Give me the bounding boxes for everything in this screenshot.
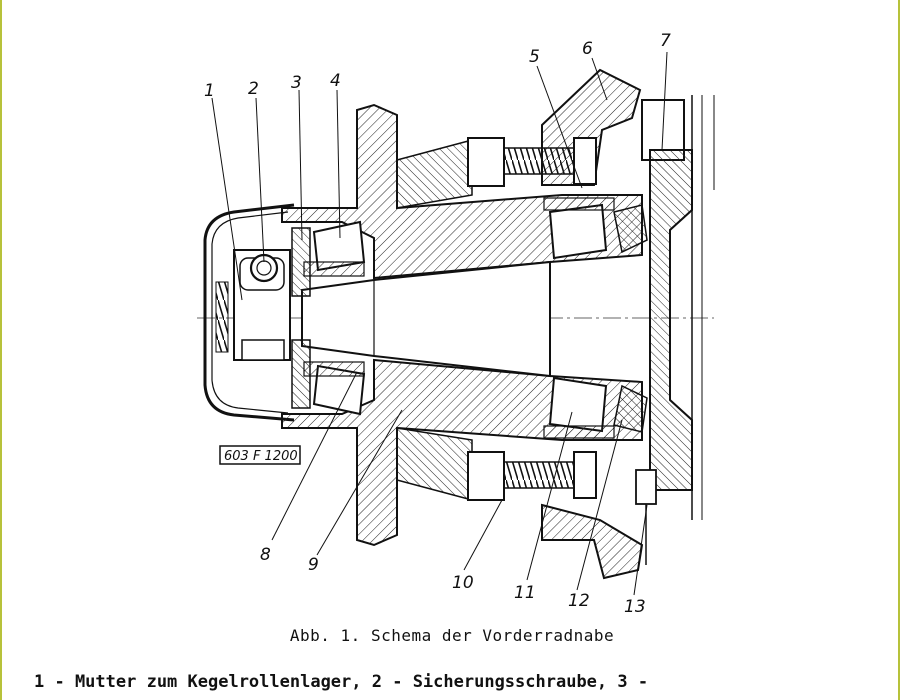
legend-line: 1 - Mutter zum Kegelrollenlager, 2 - Sic… <box>34 672 649 692</box>
label-12: 12 <box>568 591 590 611</box>
label-7: 7 <box>660 31 671 51</box>
label-13: 13 <box>624 597 646 617</box>
bottom-bolt <box>467 451 597 501</box>
label-11: 11 <box>514 583 536 603</box>
figure-caption: Abb. 1. Schema der Vorderradnabe <box>289 626 615 645</box>
leader-lines <box>211 51 668 596</box>
inner-bearing <box>543 197 615 439</box>
brake-bolt <box>635 469 657 565</box>
steering-knuckle <box>541 68 715 580</box>
label-3: 3 <box>291 73 302 93</box>
label-9: 9 <box>308 555 319 575</box>
label-5: 5 <box>529 47 540 67</box>
label-6: 6 <box>582 39 593 59</box>
shaft-seal <box>613 204 648 433</box>
outer-bearing <box>291 220 366 416</box>
label-4: 4 <box>330 71 341 91</box>
stub-axle <box>301 260 551 378</box>
drawing-number-box <box>219 445 301 465</box>
label-1: 1 <box>204 81 215 101</box>
top-bolt <box>467 137 597 187</box>
label-10: 10 <box>452 573 474 593</box>
label-8: 8 <box>260 545 271 565</box>
label-2: 2 <box>248 79 259 99</box>
drawing-number: 603 F 1200 <box>224 449 298 464</box>
hub-cap <box>203 203 295 422</box>
